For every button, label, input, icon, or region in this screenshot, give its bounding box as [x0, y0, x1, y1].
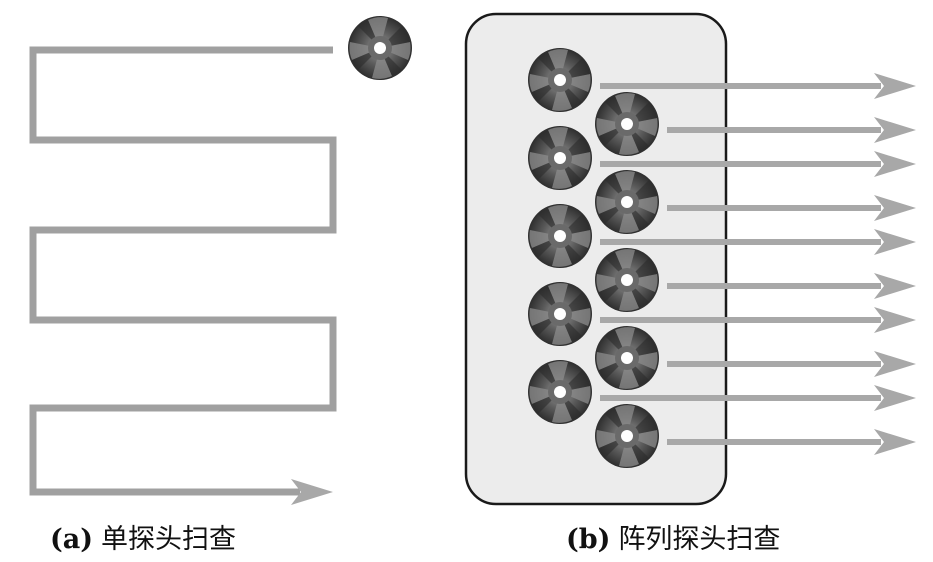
serpentine-scan-path: [29, 46, 337, 496]
array-probe-coil-icon: [595, 170, 659, 234]
single-probe-panel: [29, 16, 412, 505]
array-probe-coil-icon: [595, 326, 659, 390]
array-probe-coil-icon: [528, 126, 592, 190]
array-scan-arrows: [600, 73, 916, 455]
array-probe-coil-icon: [595, 404, 659, 468]
caption-array-probe: (b)阵列探头扫查: [566, 517, 780, 556]
array-probe-coil-icon: [528, 48, 592, 112]
caption-a-title: 单探头扫查: [101, 524, 237, 555]
caption-single-probe: (a)单探头扫查: [50, 517, 236, 556]
array-probe-coil-icon: [595, 92, 659, 156]
array-probe-panel: [464, 12, 916, 506]
array-probe-coil-icon: [528, 204, 592, 268]
caption-b-tag: (b): [566, 524, 611, 555]
array-probe-coil-icon: [528, 282, 592, 346]
caption-a-tag: (a): [50, 524, 94, 555]
single-probe-coil-icon: [348, 16, 412, 80]
array-probe-coil-icon: [528, 360, 592, 424]
caption-b-title: 阵列探头扫查: [618, 524, 781, 555]
array-probe-coil-icon: [595, 248, 659, 312]
